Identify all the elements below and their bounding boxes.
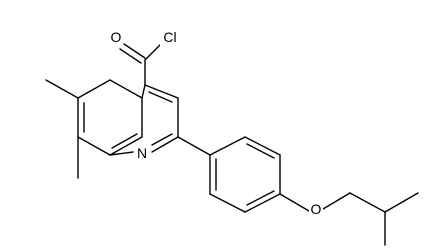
ring-bond: [109, 151, 134, 156]
ether-oxygen-label-bg: [309, 200, 323, 218]
nitrogen-label-bg: [135, 144, 150, 162]
ring-bond: [77, 79, 111, 99]
biaryl-bond: [177, 136, 211, 156]
ring-bond: [109, 136, 143, 156]
pyridine-ring: [109, 84, 179, 156]
inner-double-bond: [151, 133, 173, 146]
methyl-groups: [45, 79, 79, 179]
carbonyl-oxygen-label: O: [111, 29, 122, 45]
ring-bond: [144, 84, 179, 99]
oxygen-label-bg: [109, 28, 123, 46]
inner-double-bond: [246, 143, 275, 159]
ring-bond: [109, 79, 143, 99]
ring-bond: [77, 136, 111, 156]
ring-bond: [151, 136, 179, 153]
phenyl-ring: [177, 136, 281, 213]
ether-oxygen-label: O: [311, 201, 322, 217]
o-ch2-bond: [322, 192, 351, 210]
methyl-bond-top: [45, 79, 79, 99]
ring-bond: [244, 193, 281, 213]
isobutoxy-chain: [279, 192, 419, 246]
ring-nitrogen-label: N: [137, 145, 147, 161]
inner-double-bond: [148, 91, 173, 103]
c-o-double-bond-a: [123, 43, 146, 59]
aryl-o-bond: [279, 193, 310, 212]
c-o-double-bond-b: [119, 48, 142, 64]
ch-methyl-bond-up: [384, 192, 419, 213]
benzo-ring: [77, 79, 143, 156]
ring-bond: [209, 136, 246, 156]
chlorine-label-bg: [160, 28, 180, 46]
chlorine-label: Cl: [163, 29, 176, 45]
ch2-ch-bond: [349, 192, 386, 213]
ring-bond: [141, 84, 146, 99]
ring-bond: [209, 193, 246, 213]
inner-double-bond: [111, 133, 138, 149]
acyl-chloride-group: [119, 41, 164, 86]
inner-double-bond: [246, 190, 275, 206]
atom-labels: O Cl N O: [109, 28, 323, 218]
ring-bond: [244, 136, 281, 156]
